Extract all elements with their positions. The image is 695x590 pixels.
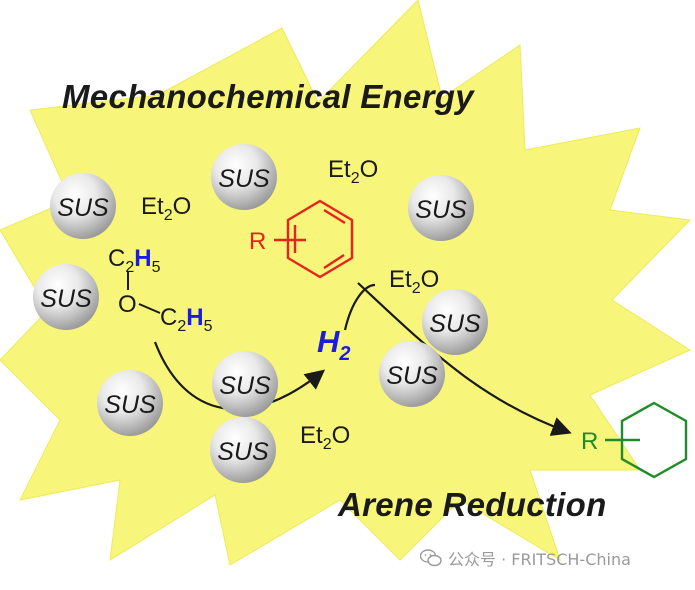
ball-4: SUS [408,175,474,241]
solvent-label-3: Et2O [389,266,439,297]
arene-to-product-arrow [357,282,572,436]
ball-5: SUS [422,289,488,355]
ball-9: SUS [210,417,276,483]
product-r-group: R [581,428,598,455]
ball-label: SUS [429,310,481,338]
hydrogen-label: H2 [317,324,351,365]
diethyl-ether-structure: C2H5 O C2H5 [108,245,213,335]
solvent-label-4: Et2O [300,422,350,453]
ball-label: SUS [40,285,92,313]
ball-label: SUS [57,194,109,222]
ball-2: SUS [211,144,277,210]
ball-1: SUS [50,173,116,239]
ball-label: SUS [217,438,269,466]
product-cyclohexane-structure: R [581,401,688,479]
ball-7: SUS [97,370,163,436]
ball-label: SUS [386,362,438,390]
svg-text:C2H5: C2H5 [160,304,213,335]
ball-label: SUS [218,165,270,193]
ball-label: SUS [415,196,467,224]
ball-3: SUS [33,264,99,330]
arene-benzene-structure: R [249,199,354,279]
arene-r-group: R [249,228,266,255]
ball-6: SUS [379,341,445,407]
starburst-background [0,0,692,566]
title-mechanochemical-energy: Mechanochemical Energy [62,78,474,115]
hydrogen-feed-arrow [343,283,376,331]
svg-text:C2H5: C2H5 [108,245,161,276]
solvent-label-1: Et2O [141,193,191,224]
title-arene-reduction: Arene Reduction [338,486,607,523]
ball-label: SUS [104,391,156,419]
watermark-text: 公众号 · FRITSCH-China [448,550,631,569]
watermark: 公众号 · FRITSCH-China [420,546,631,570]
ball-label: SUS [219,372,271,400]
solvent-label-2: Et2O [328,156,378,187]
ball-8: SUS [212,351,278,417]
svg-text:O: O [118,291,137,318]
wechat-icon [420,549,442,567]
